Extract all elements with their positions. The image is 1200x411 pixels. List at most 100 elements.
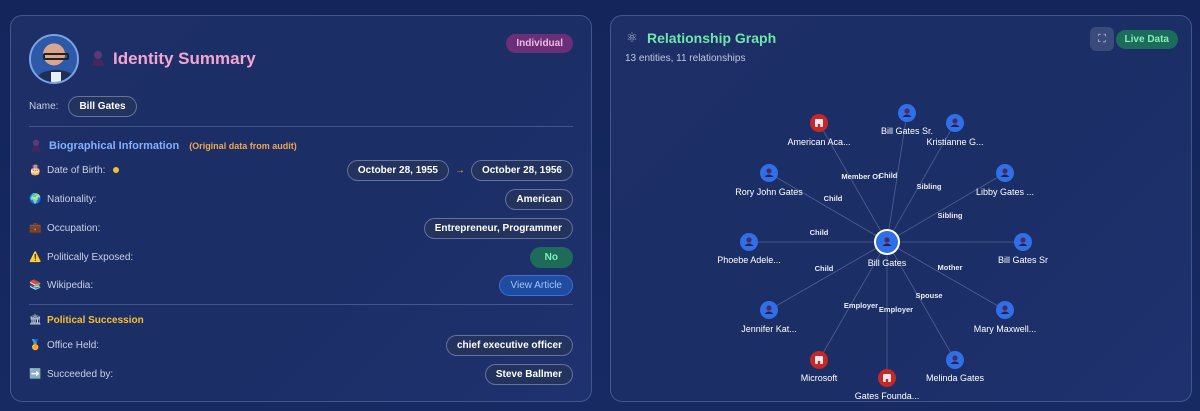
graph-edge — [818, 241, 888, 361]
briefcase-icon: 💼 — [29, 222, 42, 234]
bio-section-title: Biographical Information (Original data … — [29, 138, 297, 154]
warning-icon: ⚠️ — [29, 251, 42, 263]
dob-label: Date of Birth: — [47, 164, 106, 176]
pep-label: Politically Exposed: — [47, 251, 134, 263]
cake-icon: 🎂 — [29, 164, 42, 176]
graph-edge — [768, 241, 888, 311]
node-label: Libby Gates ... — [976, 187, 1034, 197]
node-label: Bill Gates — [868, 258, 907, 268]
node-label: Kristianne G... — [926, 137, 983, 147]
graph-edge — [886, 172, 1006, 243]
entity-type-badge: Individual — [506, 34, 573, 53]
atom-icon: ⚛ — [626, 30, 638, 45]
expand-button[interactable]: ⛶ — [1090, 27, 1114, 51]
bank-icon: 🏛 — [29, 315, 42, 326]
changed-indicator-icon — [113, 167, 120, 173]
graph-node[interactable]: Phoebe Adele... — [717, 233, 781, 265]
succession-section-title: 🏛 Political Succession — [29, 315, 144, 326]
graph-node-center[interactable]: Bill Gates — [868, 229, 907, 268]
arrow-right-icon: → — [454, 164, 465, 176]
edge-label: Sibling — [938, 211, 963, 220]
edge-label: Child — [879, 171, 898, 180]
row-office-held: 🏅 Office Held: chief executive officer — [29, 334, 573, 356]
relationship-graph-card: ⚛ Relationship Graph 13 entities, 11 rel… — [610, 15, 1192, 402]
graph-stats: 13 entities, 11 relationships — [625, 53, 746, 64]
edge-label: Sibling — [917, 182, 942, 191]
edge-label: Child — [824, 194, 843, 203]
identity-title-row: Identity Summary — [91, 49, 256, 69]
row-succeeded-by: ➡️ Succeeded by: Steve Ballmer — [29, 363, 573, 385]
graph-edge — [886, 122, 956, 243]
row-occupation: 💼 Occupation: Entrepreneur, Programmer — [29, 217, 573, 239]
graph-node[interactable]: Libby Gates ... — [976, 164, 1034, 197]
graph-node[interactable]: Rory John Gates — [735, 164, 803, 197]
succeeded-by-value: Steve Ballmer — [484, 363, 573, 385]
node-label: Bill Gates Sr — [998, 255, 1048, 265]
office-held-value: chief executive officer — [445, 334, 573, 356]
node-label: Phoebe Adele... — [717, 255, 781, 265]
row-nationality: 🌍 Nationality: American — [29, 188, 573, 210]
occupation-label: Occupation: — [47, 222, 101, 234]
graph-title: Relationship Graph — [647, 30, 777, 46]
name-value: Bill Gates — [68, 96, 137, 117]
divider — [29, 126, 573, 127]
person-icon — [91, 51, 105, 67]
edge-label: Child — [810, 228, 829, 237]
nationality-value: American — [505, 188, 573, 210]
node-label: American Aca... — [787, 137, 850, 147]
edge-label: Mother — [938, 263, 963, 272]
dob-original-value: October 28, 1955 — [346, 159, 449, 181]
node-label: Melinda Gates — [926, 373, 985, 383]
edge-label: Spouse — [915, 291, 942, 300]
node-label: Rory John Gates — [735, 187, 803, 197]
name-label: Name: — [29, 101, 59, 112]
graph-edge — [768, 172, 888, 243]
node-label: Microsoft — [801, 373, 838, 383]
graph-node[interactable]: Melinda Gates — [926, 351, 985, 383]
edge-label: Child — [815, 264, 834, 273]
name-row: Name: Bill Gates — [29, 96, 137, 117]
graph-node[interactable]: Mary Maxwell... — [974, 301, 1037, 334]
graph-node[interactable]: Bill Gates Sr — [998, 233, 1048, 265]
arrow-right-icon: ➡️ — [29, 368, 42, 380]
wikipedia-label: Wikipedia: — [47, 279, 94, 291]
expand-icon: ⛶ — [1098, 32, 1106, 45]
occupation-value: Entrepreneur, Programmer — [423, 217, 573, 239]
view-article-link[interactable]: View Article — [499, 274, 573, 296]
pep-status-badge: No — [529, 246, 573, 268]
graph-node[interactable]: Jennifer Kat... — [741, 301, 797, 334]
graph-node[interactable]: American Aca... — [787, 114, 851, 147]
node-label: Bill Gates Sr. — [881, 126, 933, 136]
identity-title: Identity Summary — [113, 49, 256, 68]
node-label: Jennifer Kat... — [741, 324, 797, 334]
graph-node[interactable]: Kristianne G... — [926, 114, 984, 147]
graph-edges: Member OfChildSiblingChildSiblingChildMo… — [749, 112, 1023, 378]
edge-label: Member Of — [841, 172, 881, 181]
office-held-label: Office Held: — [47, 339, 100, 351]
live-data-badge: Live Data — [1115, 30, 1178, 49]
divider — [29, 304, 573, 305]
edge-label: Employer — [844, 301, 878, 310]
globe-icon: 🌍 — [29, 193, 42, 205]
graph-edge — [886, 241, 1006, 311]
dob-new-value: October 28, 1956 — [470, 159, 573, 181]
graph-svg[interactable]: Member OfChildSiblingChildSiblingChildMo… — [611, 76, 1191, 402]
succeeded-by-label: Succeeded by: — [47, 368, 114, 380]
nationality-label: Nationality: — [47, 193, 97, 205]
graph-node[interactable]: Gates Founda... — [855, 369, 920, 401]
row-date-of-birth: 🎂 Date of Birth: October 28, 1955 → Octo… — [29, 159, 573, 181]
node-label: Mary Maxwell... — [974, 324, 1037, 334]
graph-edge — [886, 241, 956, 361]
audit-note: (Original data from audit) — [189, 141, 297, 151]
node-label: Gates Founda... — [855, 391, 920, 401]
identity-summary-card: Identity Summary Individual Name: Bill G… — [10, 15, 592, 402]
books-icon: 📚 — [29, 279, 42, 291]
graph-node[interactable]: Microsoft — [801, 351, 838, 383]
graph-node[interactable]: Bill Gates Sr. — [881, 104, 933, 136]
graph-edge — [886, 112, 908, 243]
row-wikipedia: 📚 Wikipedia: View Article — [29, 274, 573, 296]
person-icon — [30, 139, 41, 153]
medal-icon: 🏅 — [29, 339, 42, 351]
avatar — [29, 34, 79, 84]
